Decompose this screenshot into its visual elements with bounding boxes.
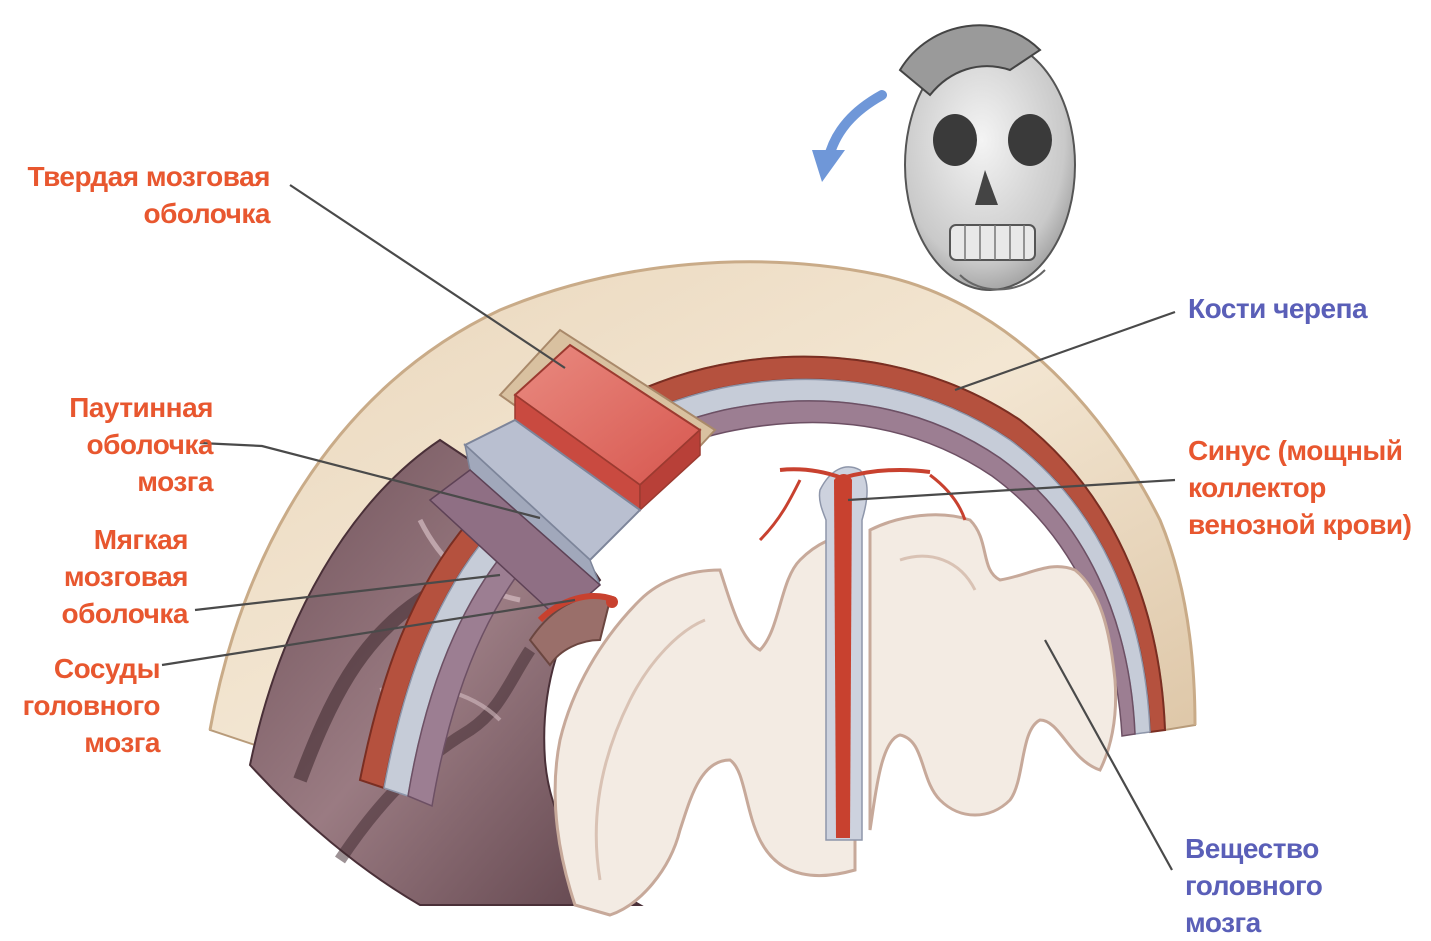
label-brain-substance-line1: Вещество xyxy=(1185,830,1322,867)
label-skull-bones-line1: Кости черепа xyxy=(1188,290,1367,327)
label-sinus-line2: коллектор xyxy=(1188,469,1411,506)
label-brain-substance-line2: головного xyxy=(1185,867,1322,904)
curved-arrow-icon xyxy=(812,95,882,182)
label-arachnoid-line3: мозга xyxy=(20,463,213,500)
label-arachnoid-mater: Паутинная оболочка мозга xyxy=(20,389,213,500)
label-sinus-line1: Синус (мощный xyxy=(1188,432,1411,469)
label-arachnoid-line1: Паутинная xyxy=(20,389,213,426)
label-brain-vessels: Сосуды головного мозга xyxy=(10,650,160,761)
label-pia-mater: Мягкая мозговая оболочка xyxy=(20,521,188,632)
label-pia-line3: оболочка xyxy=(20,595,188,632)
label-dura-mater: Твердая мозговая оболочка xyxy=(10,158,270,232)
label-dura-mater-line2: оболочка xyxy=(10,195,270,232)
label-sinus: Синус (мощный коллектор венозной крови) xyxy=(1188,432,1411,543)
label-vessels-line1: Сосуды xyxy=(10,650,160,687)
label-arachnoid-line2: оболочка xyxy=(20,426,213,463)
label-brain-substance-line3: мозга xyxy=(1185,904,1322,941)
skull-icon xyxy=(900,25,1075,290)
leader-dura xyxy=(290,185,565,368)
label-vessels-line2: головного xyxy=(10,687,160,724)
label-vessels-line3: мозга xyxy=(10,724,160,761)
label-dura-mater-line1: Твердая мозговая xyxy=(10,158,270,195)
label-pia-line1: Мягкая xyxy=(20,521,188,558)
label-pia-line2: мозговая xyxy=(20,558,188,595)
label-sinus-line3: венозной крови) xyxy=(1188,506,1411,543)
label-brain-substance: Вещество головного мозга xyxy=(1185,830,1322,941)
label-skull-bones: Кости черепа xyxy=(1188,290,1367,327)
